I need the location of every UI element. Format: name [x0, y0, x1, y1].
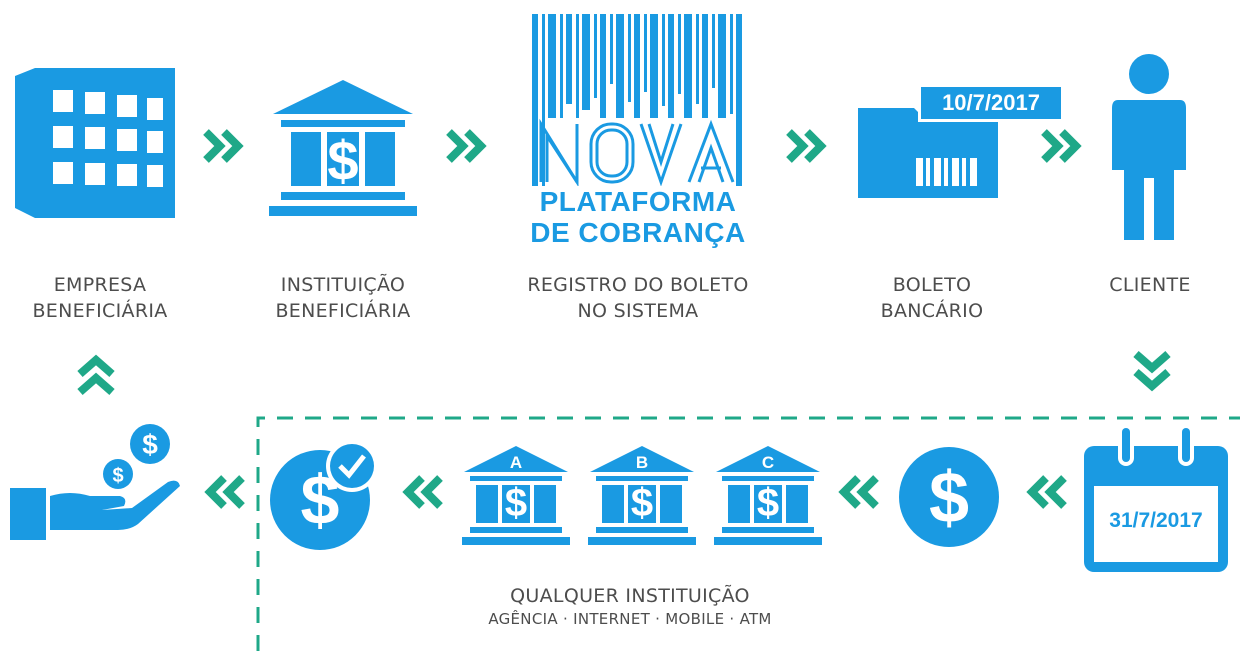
dollar-coin-icon: $ [899, 447, 999, 547]
bank-icon: $ [269, 80, 417, 216]
bank-dollar: $ [630, 481, 654, 525]
hand-coins-icon: $ $ [10, 424, 180, 540]
payment-area-frame [256, 416, 1240, 651]
bank-icon [714, 446, 822, 545]
office-building-icon [15, 68, 175, 218]
cliente-label: CLIENTE [1109, 274, 1191, 296]
svg-text:$: $ [929, 458, 969, 538]
registro-label: REGISTRO DO BOLETO NO SISTEMA [527, 274, 749, 322]
bank-letter: B [635, 453, 649, 472]
person-icon [1112, 54, 1186, 240]
calendar-icon [1084, 426, 1228, 572]
nova-plataforma-title: PLATAFORMA DE COBRANÇA [530, 186, 746, 248]
bank-b: B $ [586, 446, 698, 551]
right-arrow-icon [446, 129, 487, 163]
up-arrow-icon [77, 354, 115, 396]
nova-logotype [539, 118, 735, 188]
left-arrow-icon [402, 475, 443, 509]
empresa-label: EMPRESA BENEFICIÁRIA [32, 274, 168, 322]
bank-icon [462, 446, 570, 545]
left-arrow-icon [838, 475, 879, 509]
left-arrow-icon [1026, 475, 1067, 509]
svg-text:$: $ [112, 465, 123, 487]
bank-icon [588, 446, 696, 545]
right-arrow-icon [203, 129, 244, 163]
svg-text:$: $ [142, 429, 158, 460]
boleto-document-icon [858, 108, 998, 198]
nova-word [533, 116, 743, 188]
right-arrow-icon [786, 129, 827, 163]
down-arrow-icon [1133, 350, 1171, 392]
bank-dollar: $ [504, 481, 528, 525]
payment-caption: QUALQUER INSTITUIÇÃO AGÊNCIA · INTERNET … [380, 584, 880, 630]
bank-letter: A [509, 453, 523, 472]
instituicao-label: INSTITUIÇÃO BENEFICIÁRIA [275, 274, 411, 322]
calendar-date: 31/7/2017 [1109, 509, 1203, 532]
boleto-due-date: 10/7/2017 [918, 84, 1064, 122]
barcode-icon [532, 14, 742, 186]
boleto-label: BOLETO BANCÁRIO [880, 274, 984, 322]
bank-letter: C [761, 453, 775, 472]
left-arrow-icon [204, 475, 245, 509]
bank-a: A $ [460, 446, 572, 551]
bank-dollar: $ [756, 481, 780, 525]
payment-title: QUALQUER INSTITUIÇÃO [510, 585, 750, 607]
svg-text:$: $ [327, 129, 358, 192]
payment-channels: AGÊNCIA · INTERNET · MOBILE · ATM [488, 610, 772, 628]
payment-confirmed-icon: $ [270, 440, 378, 550]
bank-c: C $ [712, 446, 824, 551]
right-arrow-icon [1041, 129, 1082, 163]
